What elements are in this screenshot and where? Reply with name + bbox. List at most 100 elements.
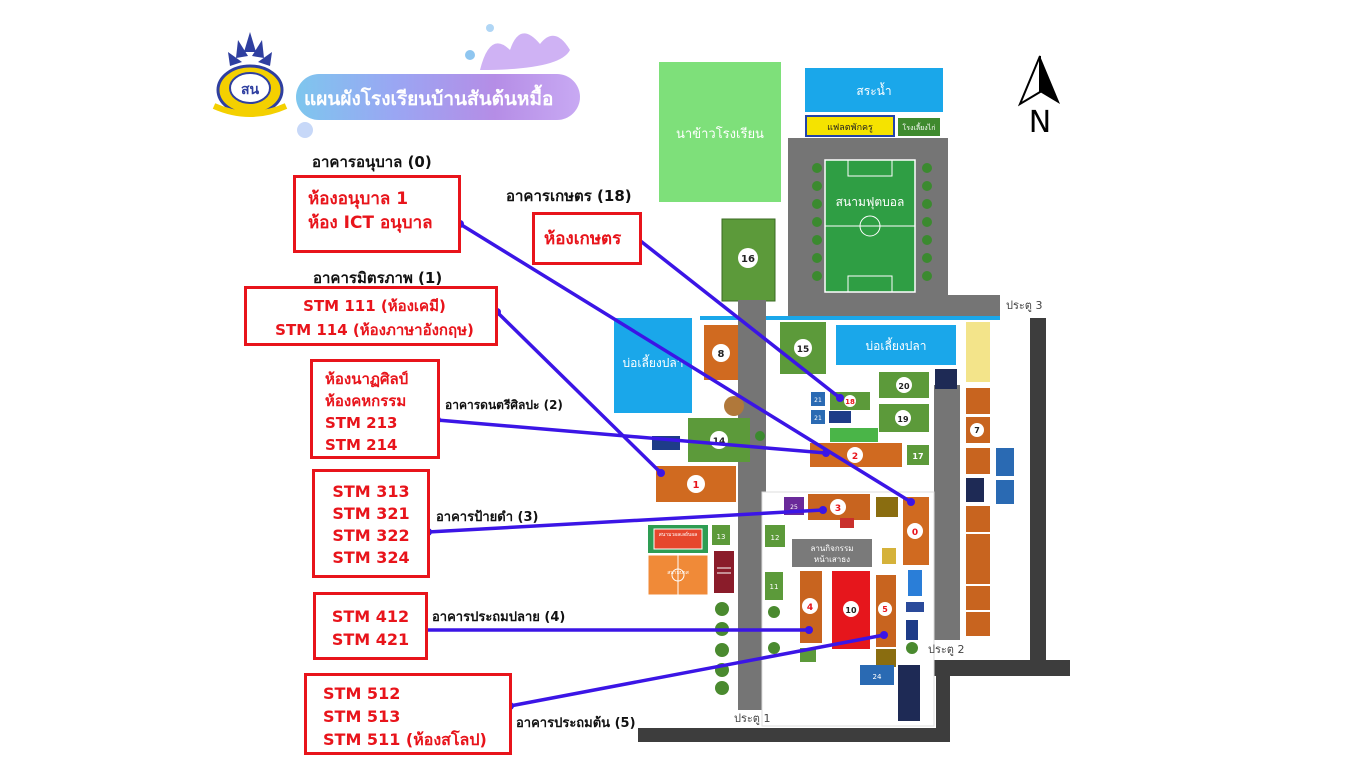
building-0-label: 0 xyxy=(912,528,918,538)
teacher-flats-label: แฟลตพักครู xyxy=(827,123,873,133)
fish-pond-right xyxy=(836,325,956,365)
room-label: ห้องอนุบาล 1 xyxy=(308,189,409,209)
room-label: STM 511 (ห้องสโลป) xyxy=(323,730,487,749)
building-2-label: 2 xyxy=(852,452,858,462)
road-main-west xyxy=(738,300,766,710)
road-boundary-bottom xyxy=(638,728,948,742)
room-label: STM 412 xyxy=(331,607,410,626)
title-splash-decoration xyxy=(465,24,570,70)
room-label: STM 313 xyxy=(332,482,410,501)
building-21a xyxy=(811,392,825,406)
heading-building-1: อาคารมิตรภาพ (1) xyxy=(313,269,443,287)
trees-west xyxy=(715,602,918,695)
map-title-text: แผนผังโรงเรียนบ้านสันต้นหมื้อ xyxy=(304,88,554,110)
connector-building-0 xyxy=(459,222,912,504)
teacher-flats xyxy=(805,115,895,137)
connector-building-2 xyxy=(436,418,827,455)
chicken-coop-label: โรงเลี้ยงไก่ xyxy=(903,121,936,132)
gate2-label: ประตู 2 xyxy=(928,643,964,656)
basketball-court-label: สนามบาส xyxy=(667,570,689,576)
rice-field xyxy=(659,62,781,202)
connector-building-18 xyxy=(636,237,842,400)
building-17-label: 17 xyxy=(912,452,923,461)
building-12-label: 12 xyxy=(771,534,780,542)
heading-building-2: อาคารดนตรีศิลปะ (2) xyxy=(445,398,563,412)
bubble-decoration xyxy=(297,122,313,138)
building-1-label: 1 xyxy=(693,480,700,491)
rooms-box-building-5: STM 512 STM 513 STM 511 (ห้องสโลป) xyxy=(304,673,512,755)
chicken-coop xyxy=(898,118,940,136)
building-24-label: 24 xyxy=(873,673,882,681)
building-12 xyxy=(765,525,785,547)
building-13 xyxy=(712,525,730,545)
building-21a-label: 21 xyxy=(814,397,822,404)
room-label: STM 513 xyxy=(323,707,401,726)
heading-building-3: อาคารป้ายดำ (3) xyxy=(436,510,539,525)
school-logo: สน xyxy=(212,32,288,117)
school-map: นาข้าวโรงเรียน สระน้ำ แฟลตพักครู โรงเลี้… xyxy=(614,62,1070,742)
building-16-label: 16 xyxy=(741,254,755,265)
room-label: STM 114 (ห้องภาษาอังกฤษ) xyxy=(275,321,474,339)
north-arrow-icon: N xyxy=(1017,55,1060,136)
building-4-label: 4 xyxy=(807,603,813,613)
heading-building-18: อาคารเกษตร (18) xyxy=(506,187,632,205)
building-11-label: 11 xyxy=(770,583,779,591)
room-label: ห้องคหกรรม xyxy=(325,392,407,410)
room-label: STM 324 xyxy=(332,548,410,567)
heading-building-4: อาคารประถมปลาย (4) xyxy=(432,610,566,625)
volleyball-court-label: สนามวอลเลย์บอล xyxy=(659,531,697,538)
building-20-label: 20 xyxy=(898,382,910,391)
map-title: แผนผังโรงเรียนบ้านสันต้นหมื้อ xyxy=(296,74,580,120)
building-5-label: 5 xyxy=(882,605,888,614)
room-label: ห้อง ICT อนุบาล xyxy=(308,213,433,233)
building-15-label: 15 xyxy=(797,345,810,355)
building-25-label: 25 xyxy=(790,504,798,511)
gate3-label: ประตู 3 xyxy=(1006,299,1042,312)
trees-football xyxy=(812,163,932,281)
road-gate3 xyxy=(788,295,1000,317)
room-label: STM 322 xyxy=(332,526,410,545)
pool-label: สระน้ำ xyxy=(856,82,891,98)
room-label: ห้องนาฏศิลป์ xyxy=(325,370,409,388)
building-11 xyxy=(765,572,783,600)
building-13-label: 13 xyxy=(717,533,726,541)
building-14-label: 14 xyxy=(713,437,726,447)
svg-text:สน: สน xyxy=(241,82,260,98)
room-label: STM 512 xyxy=(323,684,401,703)
building-7 xyxy=(966,322,990,382)
gate1-label: ประตู 1 xyxy=(734,712,770,725)
fish-pond-left-label: บ่อเลี้ยงปลา xyxy=(623,354,684,370)
fish-pond-left xyxy=(614,318,692,413)
room-label: STM 213 xyxy=(325,414,398,432)
rooms-box-building-18: ห้องเกษตร xyxy=(532,212,642,265)
rooms-box-building-1: STM 111 (ห้องเคมี) STM 114 (ห้องภาษาอังก… xyxy=(244,286,498,346)
building-24 xyxy=(860,665,894,685)
building-19-label: 19 xyxy=(897,415,909,424)
room-label: ห้องเกษตร xyxy=(544,229,622,249)
rooms-box-building-2: ห้องนาฏศิลป์ ห้องคหกรรม STM 213 STM 214 xyxy=(310,359,440,459)
rooms-box-building-4: STM 412 STM 421 xyxy=(313,592,428,660)
building-18-label: 18 xyxy=(845,398,855,406)
plaza-label-1: ลานกิจกรรม xyxy=(810,544,853,553)
room-label: STM 321 xyxy=(332,504,410,523)
road-boundary-south xyxy=(930,660,1070,676)
room-label: STM 214 xyxy=(325,436,398,454)
building-10-label: 10 xyxy=(845,606,857,615)
fish-pond-right-label: บ่อเลี้ยงปลา xyxy=(866,337,927,353)
connector-building-5 xyxy=(509,633,885,708)
room-label: STM 421 xyxy=(331,630,410,649)
pool xyxy=(805,68,943,112)
building-17 xyxy=(907,445,929,465)
plaza xyxy=(792,539,872,567)
rice-field-label: นาข้าวโรงเรียน xyxy=(676,126,764,142)
rooms-box-building-3: STM 313 STM 321 STM 322 STM 324 xyxy=(312,469,430,578)
road-boundary-east xyxy=(1030,318,1046,674)
plaza-label-2: หน้าเสาธง xyxy=(814,555,850,564)
rooms-box-building-0: ห้องอนุบาล 1 ห้อง ICT อนุบาล xyxy=(293,175,461,253)
football-field-label: สนามฟุตบอล xyxy=(836,195,905,210)
building-8-label: 8 xyxy=(718,349,725,360)
building-21b xyxy=(811,410,825,424)
room-label: STM 111 (ห้องเคมี) xyxy=(303,297,446,315)
connector-building-1 xyxy=(495,310,663,475)
